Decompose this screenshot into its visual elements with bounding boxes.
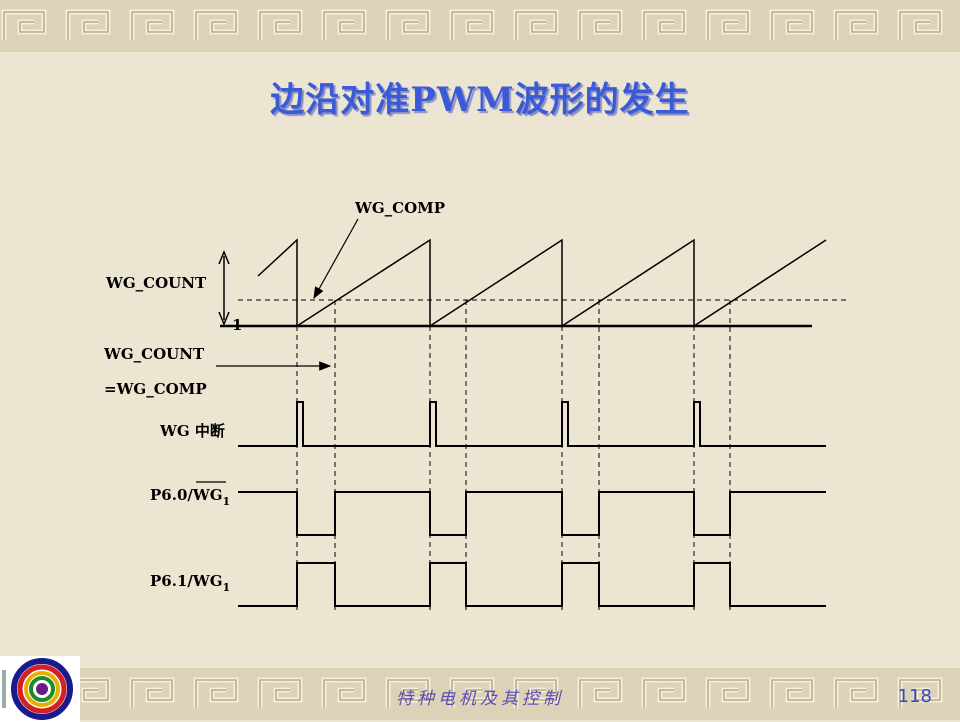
wg-count-label: WG_COUNT [105,274,207,292]
page-number: 118 [897,686,932,707]
footer-course-title: 特种电机及其控制 [396,689,564,709]
wg-interrupt-waveform [238,401,826,447]
wg-count-range-arrow [218,250,230,326]
equal-label-line2: =WG_COMP [104,380,207,398]
p61-waveform [238,562,826,607]
wg-comp-arrow [313,218,359,300]
p60-waveform [238,491,826,536]
equal-label-line1: WG_COUNT [103,345,205,363]
wg-comp-label: WG_COMP [354,199,445,217]
slide-title: 边沿对准PWM波形的发生 [270,80,690,120]
decorative-top-border [0,0,960,52]
alignment-lines [296,300,731,610]
decorative-bottom-border [0,668,960,720]
wg-interrupt-label: WG 中断 [159,422,225,440]
p61-label: P6.1/WG1 [150,572,230,594]
counter-sawtooth [257,238,827,328]
p60-label: P6.0/WG1 [150,486,230,508]
university-logo [0,656,80,722]
